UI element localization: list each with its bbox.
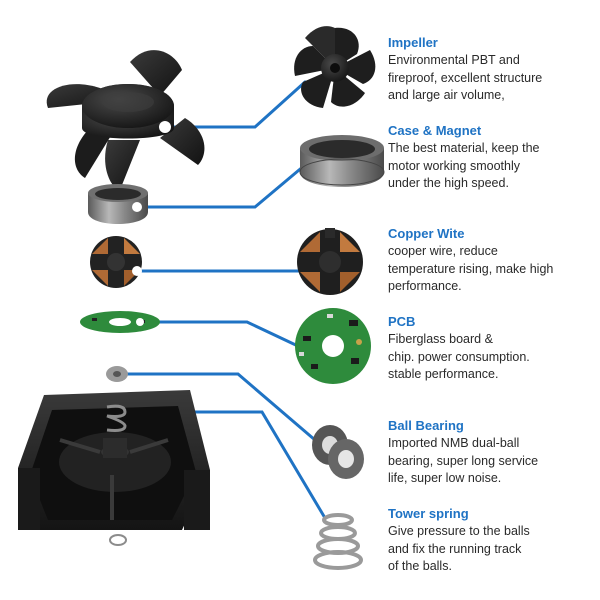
- description-line: life, super low noise.: [388, 471, 502, 485]
- callout-title: Case & Magnet: [388, 123, 482, 138]
- callout-title: Copper Wite: [388, 226, 465, 241]
- callout-title: Tower spring: [388, 506, 469, 521]
- retaining-clip: [109, 534, 127, 546]
- description-line: under the high speed.: [388, 176, 509, 190]
- description-line: Imported NMB dual-ball: [388, 436, 520, 450]
- callout-case-magnet: Case & Magnet The best material, keep th…: [388, 123, 593, 193]
- description-line: performance.: [388, 279, 462, 293]
- callout-title: PCB: [388, 314, 416, 329]
- case-magnet-ring: [299, 135, 385, 187]
- pcb-large: [295, 308, 371, 384]
- connector-case-magnet: [135, 163, 307, 209]
- callout-description: Environmental PBT and fireproof, excelle…: [388, 52, 593, 105]
- description-line: cooper wire, reduce: [388, 244, 498, 258]
- callout-description: Imported NMB dual-ball bearing, super lo…: [388, 435, 593, 488]
- callout-impeller: Impeller Environmental PBT and fireproof…: [388, 35, 593, 105]
- callout-title: Impeller: [388, 35, 438, 50]
- description-line: temperature rising, make high: [388, 261, 554, 276]
- description-line: Fiberglass board &: [388, 332, 493, 346]
- callout-tower-spring: Tower spring Give pressure to the balls …: [388, 506, 593, 576]
- description-line: motor working smoothly: [388, 158, 520, 173]
- callout-ball-bearing: Ball Bearing Imported NMB dual-ball bear…: [388, 418, 593, 488]
- callout-copper-wite: Copper Wite cooper wire, reduce temperat…: [388, 226, 593, 296]
- spring-small: [106, 404, 127, 432]
- description-line: fireproof, excellent structure: [388, 70, 543, 85]
- impeller-large-part: [46, 50, 205, 190]
- pcb-small: [80, 311, 160, 333]
- fan-frame: [18, 390, 210, 530]
- callout-title: Ball Bearing: [388, 418, 464, 433]
- callout-description: cooper wire, reduce temperature rising, …: [388, 243, 593, 296]
- description-line: and large air volume,: [388, 88, 505, 102]
- bearing-small: [106, 366, 128, 382]
- description-line: of the balls.: [388, 559, 452, 573]
- description-line: chip. power consumption.: [388, 349, 530, 364]
- callout-description: Give pressure to the balls and fix the r…: [388, 523, 593, 576]
- description-line: stable performance.: [388, 367, 499, 381]
- description-line: Environmental PBT and: [388, 53, 520, 67]
- callout-pcb: PCB Fiberglass board & chip. power consu…: [388, 314, 593, 384]
- description-line: and fix the running track: [388, 541, 522, 556]
- impeller-top-view: [294, 26, 376, 108]
- copper-stator-small: [90, 236, 142, 288]
- description-line: The best material, keep the: [388, 141, 540, 155]
- case-magnet-ring-small: [88, 184, 148, 224]
- connector-ball-bearing: [121, 372, 317, 442]
- connector-pcb: [138, 320, 302, 349]
- description-line: bearing, super long service: [388, 453, 539, 468]
- description-line: Give pressure to the balls: [388, 524, 530, 538]
- tower-spring: [313, 513, 363, 570]
- callout-description: Fiberglass board & chip. power consumpti…: [388, 331, 593, 384]
- callout-description: The best material, keep the motor workin…: [388, 140, 593, 193]
- copper-stator-large: [297, 228, 363, 295]
- ball-bearing-pair: [312, 425, 364, 479]
